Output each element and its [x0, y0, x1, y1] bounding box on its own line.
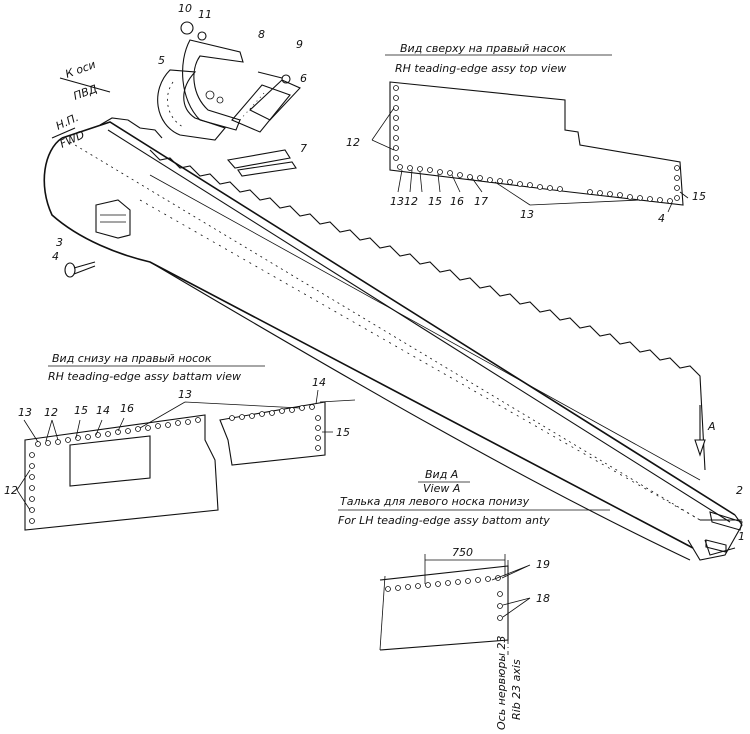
top-callout-13: 13 — [390, 195, 404, 208]
rib-plate-5 — [157, 69, 226, 141]
top-callout-13b: 13 — [520, 208, 534, 221]
bottom-callout-13: 13 — [18, 406, 32, 419]
view-a-rivets — [385, 575, 503, 621]
rib-axis-ru: Ось нервюры 23 — [495, 635, 508, 730]
view-a-note-en: For LH teading-edge assy battom anty — [338, 514, 550, 527]
view-a-title-ru: Вид А — [425, 468, 458, 481]
callout-6: 6 — [300, 72, 307, 85]
view-a-callout-19: 19 — [536, 558, 550, 571]
fwd-label: FWD — [58, 128, 87, 151]
clips-7 — [226, 149, 297, 177]
view-a-note-ru: Талька для левого носка понизу — [340, 495, 530, 508]
bottom-view-title-ru: Вид снизу на правый носок — [52, 352, 212, 365]
callout-11: 11 — [198, 8, 212, 21]
top-callout-12: 12 — [346, 136, 360, 149]
callout-4: 4 — [52, 250, 59, 263]
top-view-title-en: RH teading-edge assy top view — [395, 62, 566, 75]
strap-6 — [231, 79, 301, 133]
view-a-callout-18: 18 — [536, 592, 550, 605]
nvd-label: ПВД — [72, 82, 100, 103]
dimension-750: 750 — [452, 546, 473, 559]
top-view-title-ru: Вид сверху на правый насок — [400, 42, 566, 55]
view-a-arrow-label: A — [707, 420, 716, 433]
top-view-rivets — [393, 85, 680, 204]
nut-10 — [180, 21, 194, 35]
callout-1: 1 — [738, 530, 745, 543]
leading-edge-body — [43, 117, 743, 561]
callout-5: 5 — [158, 54, 165, 67]
washer-11 — [197, 31, 207, 41]
top-callout-17: 17 — [474, 195, 488, 208]
bottom-callout-14b: 14 — [312, 376, 326, 389]
top-callout-12b: 12 — [404, 195, 418, 208]
bottom-callout-13b: 13 — [178, 388, 192, 401]
top-callout-15: 15 — [428, 195, 442, 208]
bolt-9 — [257, 71, 291, 84]
bottom-callout-12: 12 — [44, 406, 58, 419]
bottom-view-title-en: RH teading-edge assy battam view — [48, 370, 241, 383]
bracket-3 — [95, 199, 131, 239]
callout-2: 2 — [736, 484, 743, 497]
callout-9: 9 — [296, 38, 303, 51]
view-a-title-en: View A — [423, 482, 460, 495]
direction-indicators — [51, 77, 111, 139]
top-callout-16: 16 — [450, 195, 464, 208]
bolt-4 — [64, 261, 96, 278]
view-a-detail — [338, 405, 706, 655]
callout-8: 8 — [258, 28, 265, 41]
callout-10: 10 — [178, 2, 192, 15]
top-callout-15b: 15 — [692, 190, 706, 203]
bottom-callout-16: 16 — [120, 402, 134, 415]
to-axis-label: К оси — [64, 58, 98, 81]
bottom-view-detail — [16, 365, 356, 531]
callout-3: 3 — [56, 236, 63, 249]
callout-7: 7 — [300, 142, 307, 155]
angle-8 — [182, 39, 244, 131]
bottom-callout-14: 14 — [96, 404, 110, 417]
rib-axis-en: Rib 23 axis — [510, 659, 523, 720]
bottom-callout-15: 15 — [74, 404, 88, 417]
bottom-callout-12b: 12 — [4, 484, 18, 497]
top-view-detail — [371, 54, 689, 213]
bottom-callout-15b: 15 — [336, 426, 350, 439]
bottom-view-rivets — [29, 404, 321, 524]
top-callout-4: 4 — [658, 212, 665, 225]
